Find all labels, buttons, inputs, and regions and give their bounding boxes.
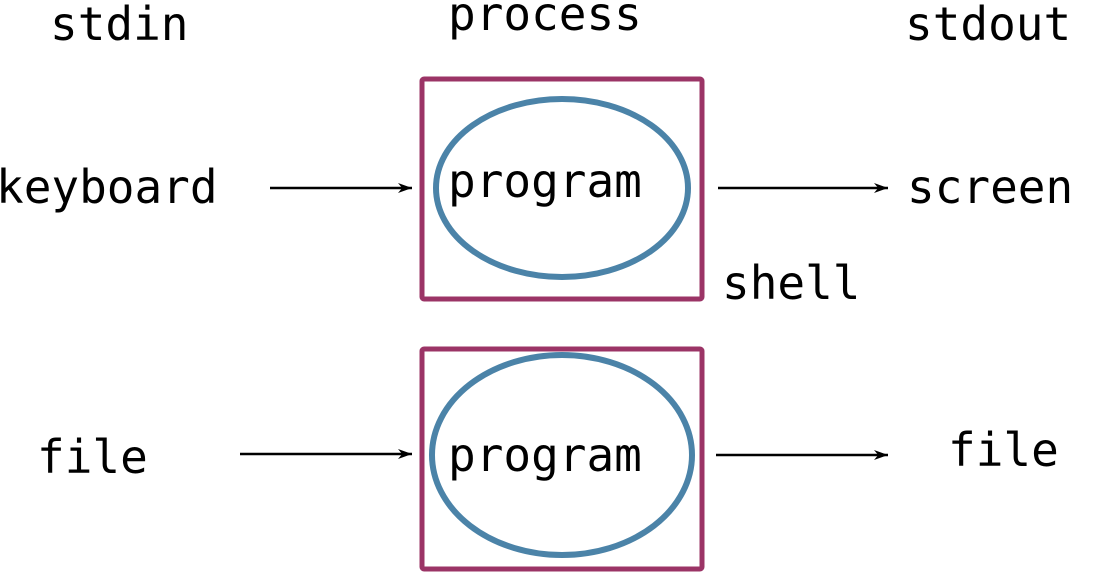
row1-program-ellipse <box>433 96 691 280</box>
row2-program-ellipse <box>429 352 695 558</box>
row2-process-box <box>419 346 705 572</box>
row1-input-label: keyboard <box>0 160 218 214</box>
header-stdin: stdin <box>50 0 188 51</box>
row1-process-box <box>419 76 705 302</box>
row2-output-label: file <box>948 423 1059 477</box>
row2-input-label: file <box>37 430 148 484</box>
header-process: process <box>448 0 642 41</box>
row1-container-label: shell <box>722 256 860 310</box>
row1-program-label: program <box>448 154 642 208</box>
row1-output-label: screen <box>907 160 1073 214</box>
row2-program-label: program <box>448 428 642 482</box>
header-stdout: stdout <box>905 0 1071 51</box>
